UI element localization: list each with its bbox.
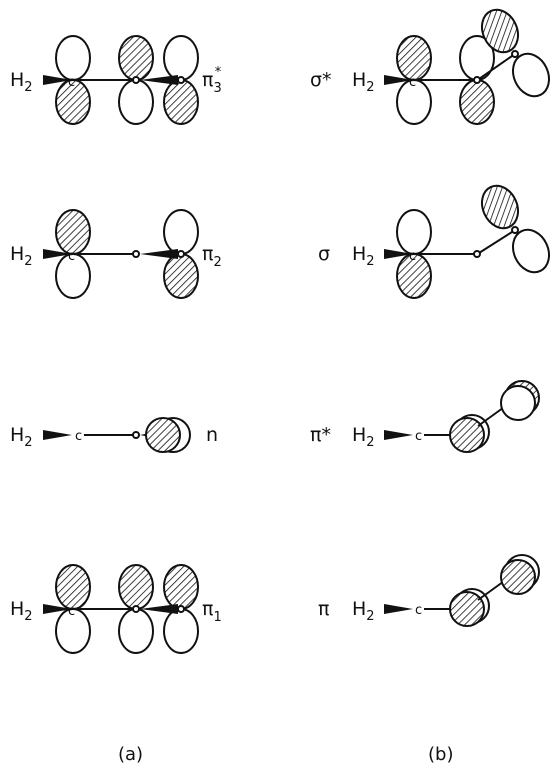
- b1-c-lobe-bottom: [396, 79, 432, 125]
- a3-orbital-label: n: [206, 424, 218, 446]
- b1-wedge-bond-h2-c: [384, 75, 413, 85]
- a2-wedge-bond-h2-c: [43, 249, 72, 259]
- b4-atom-c: c: [415, 603, 422, 618]
- b2-o2-lobe-upper: [481, 184, 519, 230]
- b4-orbital-label: π: [318, 598, 329, 620]
- a2-atom-o1: [132, 250, 140, 258]
- a4-orbital-label: π1: [202, 598, 222, 625]
- a2-group-label: H2: [10, 243, 33, 269]
- a4-atom-o2: [177, 605, 185, 613]
- b2-atom-c: c: [409, 249, 416, 264]
- b2-atom-o1: [473, 250, 481, 258]
- a1-atom-c: c: [68, 75, 75, 90]
- b1-atom-o1: [473, 76, 481, 84]
- a2-o2-lobe-bottom: [163, 253, 199, 299]
- a1-o2-lobe-bottom: [163, 79, 199, 125]
- b4-lobe-front-1: [449, 591, 485, 627]
- b-row-sigma-star: [384, 8, 550, 125]
- a1-atom-o1: [132, 76, 140, 84]
- b3-lobe-front-2: [500, 385, 536, 421]
- b-row-sigma: [384, 184, 550, 299]
- a4-o1-lobe-bottom: [118, 608, 154, 654]
- a2-atom-c: c: [68, 249, 75, 264]
- a3-atom-o: [132, 431, 140, 439]
- b2-c-lobe-top: [396, 209, 432, 255]
- b2-c-lobe-bottom: [396, 253, 432, 299]
- a3-atom-c: c: [75, 429, 82, 444]
- b1-atom-c: c: [409, 75, 416, 90]
- b2-o2-lobe-lower: [512, 228, 550, 274]
- a1-atom-o2: [177, 76, 185, 84]
- b3-atom-c: c: [415, 429, 422, 444]
- a4-o1-lobe-top: [118, 564, 154, 610]
- b1-bond-o1-o2: [478, 55, 513, 80]
- a4-o2-lobe-top: [163, 564, 199, 610]
- a2-c-lobe-bottom: [55, 253, 91, 299]
- b3-wedge-bond-h2-c: [384, 430, 413, 440]
- a4-c-lobe-top: [55, 564, 91, 610]
- a1-wedge-bond-h2-c: [43, 75, 72, 85]
- a1-wedge-bond-o1-o2: [140, 75, 178, 85]
- a2-atom-o2: [177, 250, 185, 258]
- a1-c-lobe-bottom: [55, 79, 91, 125]
- a-row-pi3-star: [43, 35, 199, 125]
- a4-o2-lobe-bottom: [163, 608, 199, 654]
- b3-group-label: H2: [352, 424, 375, 450]
- a1-o1-lobe-top: [118, 35, 154, 81]
- b1-group-label: H2: [352, 69, 375, 95]
- b1-c-lobe-top: [396, 35, 432, 81]
- b2-atom-o2: [511, 226, 519, 234]
- b1-orbital-label: σ*: [310, 69, 332, 91]
- b1-o1-lobe-bottom: [459, 79, 495, 125]
- a4-wedge-bond-o1-o2: [140, 604, 178, 614]
- a4-wedge-bond-h2-c: [43, 604, 72, 614]
- a4-atom-c: c: [68, 604, 75, 619]
- b2-bond-o1-o2: [478, 231, 513, 254]
- b1-o2-lobe-upper: [481, 8, 519, 54]
- a-row-pi2: [43, 209, 199, 299]
- b2-orbital-label: σ: [318, 243, 330, 265]
- a1-c-lobe-top: [55, 35, 91, 81]
- a2-wedge-bond-o1-o2: [140, 249, 178, 259]
- a1-group-label: H2: [10, 69, 33, 95]
- a2-orbital-label: π2: [202, 243, 222, 270]
- b4-wedge-bond-h2-c: [384, 604, 413, 614]
- b1-o2-lobe-lower: [512, 52, 550, 98]
- a4-c-lobe-bottom: [55, 608, 91, 654]
- b2-group-label: H2: [352, 243, 375, 269]
- panel-b-caption: (b): [428, 744, 453, 765]
- b1-atom-o2: [511, 50, 519, 58]
- b-row-pi-star: [384, 380, 540, 453]
- panel-a-caption: (a): [118, 744, 143, 765]
- a4-group-label: H2: [10, 598, 33, 624]
- b3-lobe-front-1: [449, 417, 485, 453]
- b4-group-label: H2: [352, 598, 375, 624]
- a1-orbital-label: π3*: [202, 65, 222, 96]
- b2-wedge-bond-h2-c: [384, 249, 413, 259]
- a-row-n: [43, 417, 191, 453]
- a2-o2-lobe-top: [163, 209, 199, 255]
- a3-wedge-bond-h2-c: [43, 430, 72, 440]
- b3-orbital-label: π*: [310, 424, 331, 446]
- a3-n-lobe-front: [145, 417, 181, 453]
- a4-atom-o1: [132, 605, 140, 613]
- b-row-pi: [384, 554, 540, 627]
- a3-group-label: H2: [10, 424, 33, 450]
- b4-lobe-front-2: [500, 559, 536, 595]
- a-row-pi1: [43, 564, 199, 654]
- a2-c-lobe-top: [55, 209, 91, 255]
- a1-o2-lobe-top: [163, 35, 199, 81]
- a1-o1-lobe-bottom: [118, 79, 154, 125]
